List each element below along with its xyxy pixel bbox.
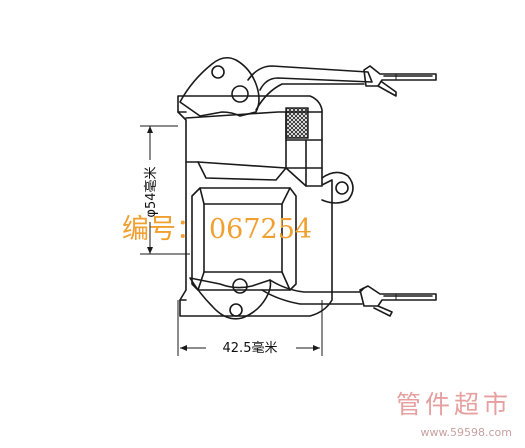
upper-cam-lug: [179, 56, 260, 117]
width-dimension: [177, 300, 323, 356]
brand-watermark: 管件超市: [396, 390, 512, 419]
coupler-body: [177, 95, 333, 317]
diameter-dimension: [140, 125, 190, 255]
code-watermark-value: 067254: [209, 214, 312, 245]
code-watermark: 编号：067254: [122, 214, 312, 245]
lower-window: [191, 187, 297, 291]
code-watermark-label: 编号：: [122, 214, 203, 245]
lower-handle: [261, 279, 437, 317]
side-lug: [321, 171, 354, 204]
width-label: 42.5毫米: [223, 340, 278, 356]
diameter-label: φ54毫米: [143, 166, 159, 217]
upper-handle: [247, 65, 437, 111]
lower-cam-lug: [189, 277, 272, 320]
brand-url-watermark: www.59598.com: [421, 426, 512, 439]
gasket-section: [285, 107, 309, 139]
